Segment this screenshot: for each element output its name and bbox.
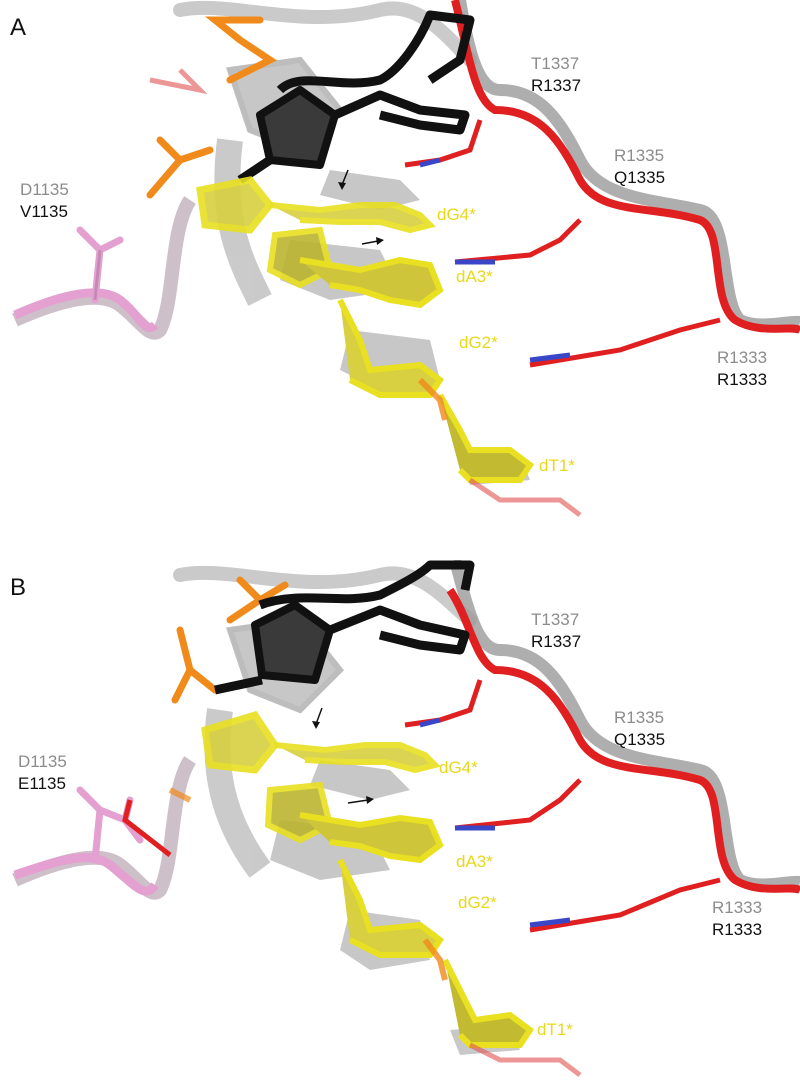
label-r1333: R1333 xyxy=(712,920,763,939)
lesion-adduct-a xyxy=(237,10,475,184)
label-r1337: R1337 xyxy=(531,76,582,95)
label-da3: dA3* xyxy=(456,852,493,871)
arrow-down-a xyxy=(338,169,349,190)
label-r1337: R1337 xyxy=(531,632,582,651)
panel-b: B T1337 R1337 R1335 Q1335 D1135 E1135 R1… xyxy=(0,560,800,1080)
label-dt1: dT1* xyxy=(537,1020,573,1039)
label-dg2: dG2* xyxy=(459,333,498,352)
structure-render-b xyxy=(12,560,800,1077)
structure-render-a xyxy=(12,0,800,517)
label-t1337: T1337 xyxy=(531,610,580,629)
label-dg4: dG4* xyxy=(437,205,476,224)
label-dg2: dG2* xyxy=(458,893,497,912)
panel-a: A T1337 R1337 R1335 Q1335 D1135 V1135 R1… xyxy=(0,0,800,520)
label-t1337: T1337 xyxy=(531,54,580,73)
label-q1335: Q1335 xyxy=(614,730,666,749)
dna-strand-a xyxy=(196,176,582,517)
panel-letter-a: A xyxy=(10,14,27,41)
label-e1135: E1135 xyxy=(18,774,66,793)
label-r1335: R1335 xyxy=(614,708,665,727)
lesion-adduct-b xyxy=(214,560,475,695)
arrow-right-b xyxy=(347,796,374,804)
arrow-down-b xyxy=(312,707,323,729)
label-r1333: R1333 xyxy=(717,370,768,389)
panel-letter-b: B xyxy=(10,574,27,601)
label-v1135: V1135 xyxy=(20,202,68,221)
label-d1135: D1135 xyxy=(20,180,69,199)
label-q1335: Q1335 xyxy=(614,168,666,187)
label-da3: dA3* xyxy=(456,267,493,286)
label-dt1: dT1* xyxy=(539,456,575,475)
label-d1135: D1135 xyxy=(18,752,67,771)
protein-loop-a xyxy=(451,0,800,334)
label-dg4: dG4* xyxy=(439,758,478,777)
label-r1335: R1335 xyxy=(614,146,665,165)
label-r1333-grey: R1333 xyxy=(717,348,768,367)
dna-strand-b xyxy=(201,710,582,1077)
reference-structure-b xyxy=(173,565,520,1055)
label-r1333-grey: R1333 xyxy=(712,898,763,917)
arrow-right-a xyxy=(361,237,384,245)
protein-loop-b xyxy=(446,587,800,894)
